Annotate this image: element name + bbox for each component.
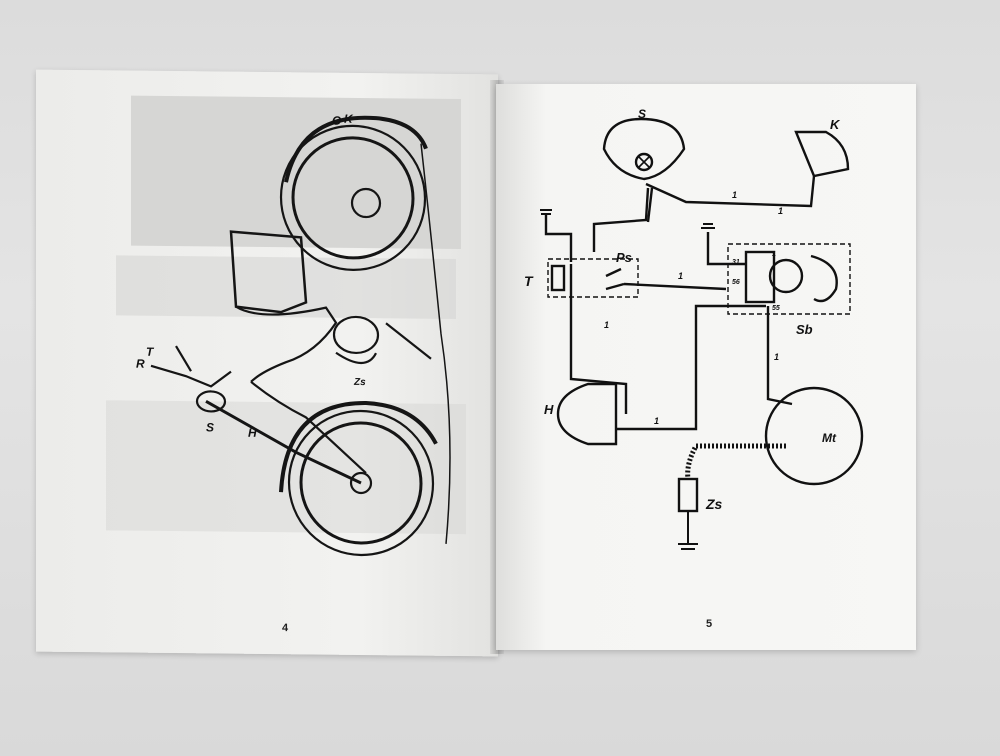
frame-tube: [250, 380, 367, 474]
engine: [332, 315, 380, 355]
handlebar-grip: [175, 345, 192, 372]
label-k: K: [344, 112, 354, 126]
moped-illustration: O K R T S H Zs: [106, 95, 466, 557]
ground-wire: [544, 214, 573, 262]
background-text-block: [131, 95, 461, 250]
front-fender: [279, 401, 438, 493]
handlebar: [150, 364, 232, 388]
wire-number: 1: [774, 352, 779, 362]
headlamp: [602, 117, 686, 181]
wire-to-taillight: [645, 175, 816, 208]
front-wheel: [287, 409, 435, 557]
rear-hub: [350, 187, 382, 219]
label-t: T: [146, 345, 155, 359]
label-zs: Zs: [705, 496, 723, 512]
terminal-1: 1: [772, 251, 776, 258]
label-mt: Mt: [822, 431, 837, 445]
seat: [229, 230, 308, 314]
headlight: [195, 390, 227, 413]
wiring-diagram: S K T Ps Sb H Mt Zs 1 1 1 1 1 1 31 56 55…: [524, 107, 864, 550]
terminal-55: 55: [772, 305, 780, 312]
rear-fender: [284, 115, 428, 183]
front-tire: [299, 421, 423, 545]
label-s: S: [206, 420, 214, 434]
wire-number: 1: [732, 190, 737, 200]
front-fork: [205, 400, 362, 485]
ground-icon: [678, 511, 698, 550]
bulb-icon: [634, 152, 654, 172]
background-text-block: [116, 255, 456, 319]
taillight: [794, 130, 850, 178]
label-h: H: [544, 402, 554, 417]
wire-number: 1: [654, 416, 659, 426]
engine-detail: [335, 351, 377, 365]
page-number: 5: [706, 618, 713, 630]
ignition-lead: [685, 443, 786, 480]
label-r: R: [136, 357, 145, 371]
wire-to-horn: [569, 264, 628, 414]
wire-number: 1: [778, 206, 783, 216]
label-h: H: [248, 426, 257, 440]
label-sb: Sb: [796, 322, 813, 337]
frame-body: [235, 305, 338, 383]
terminal-block: [744, 250, 776, 304]
switch-box: [547, 258, 639, 298]
label-t: T: [524, 273, 534, 289]
label-s: S: [638, 107, 646, 121]
wire-headlamp-switch: [592, 187, 650, 252]
label-ps: Ps: [616, 250, 632, 265]
label-zs: Zs: [353, 377, 366, 388]
switch-contacts: [605, 267, 625, 291]
rear-tire: [291, 136, 415, 260]
wire-number: 1: [678, 271, 683, 281]
page-number: 4: [282, 622, 289, 635]
label-o: O: [332, 114, 342, 128]
pedal-crank: [385, 322, 432, 360]
right-page: S K T Ps Sb H Mt Zs 1 1 1 1 1 1 31 56 55…: [496, 84, 916, 650]
rear-wheel: [279, 124, 427, 272]
spark-plug: [677, 477, 699, 513]
ground-icon: [540, 209, 552, 215]
ground-wire-sb: [706, 232, 746, 266]
terminal-31: 31: [732, 259, 740, 266]
ground-icon: [701, 223, 715, 229]
horn-button: [550, 264, 566, 292]
rotary-switch: [768, 258, 804, 294]
front-hub: [349, 471, 373, 495]
horn: [556, 382, 618, 446]
wire-switch-to-box: [623, 282, 727, 291]
terminal-56: 56: [732, 279, 740, 286]
left-page: O K R T S H Zs 4: [36, 69, 498, 657]
wire-horn-to-box: [616, 304, 766, 431]
wire-number: 1: [604, 320, 609, 330]
switch-contact-arc: [810, 254, 838, 303]
label-k: K: [830, 117, 841, 132]
ground-line: [420, 143, 451, 544]
wire-box-to-magneto: [766, 306, 793, 406]
switch-box-sb: [727, 243, 851, 315]
magneto: [764, 386, 864, 486]
